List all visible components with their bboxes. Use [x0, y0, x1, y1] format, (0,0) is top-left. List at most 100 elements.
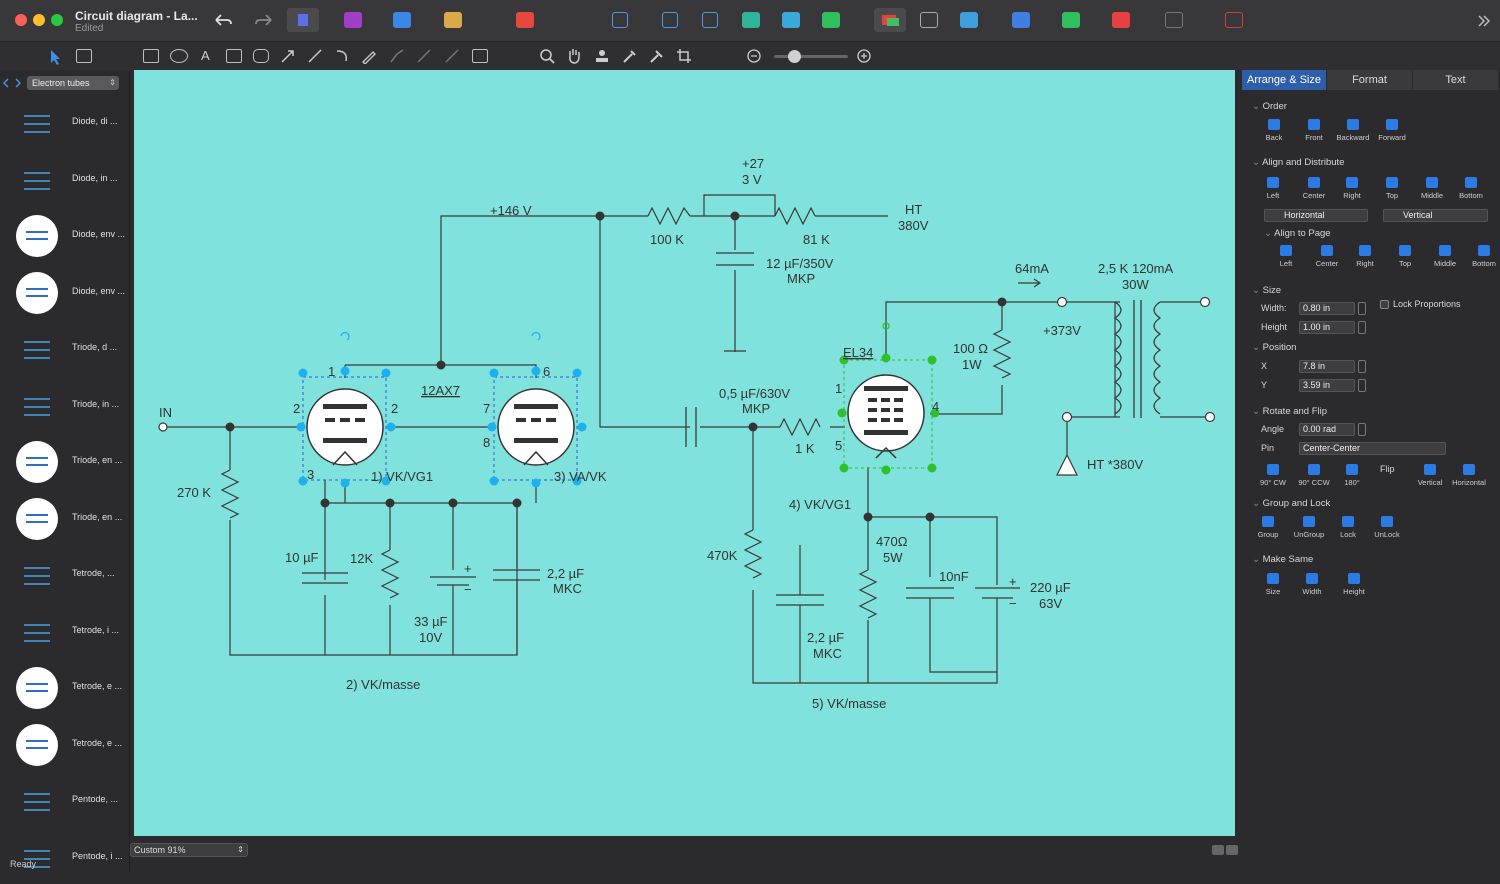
brush-tool-icon[interactable]: [444, 48, 460, 64]
capacitor-10nf[interactable]: [906, 587, 954, 599]
selection-handles-green[interactable]: [837, 353, 940, 475]
section-size-title[interactable]: Size: [1252, 285, 1281, 296]
eyedropper-tool-icon[interactable]: [621, 48, 637, 64]
group-button-unlock[interactable]: UnLock: [1367, 516, 1407, 539]
resistor-12k[interactable]: [380, 549, 400, 599]
library-item[interactable]: Triode, en ...: [8, 437, 128, 487]
crop-tool-icon[interactable]: [676, 48, 692, 64]
flip-button-horizontal[interactable]: Horizontal: [1449, 464, 1489, 487]
snap-icon[interactable]: [782, 12, 800, 28]
order-button-forward[interactable]: Forward: [1372, 119, 1412, 142]
library-item[interactable]: Triode, in ...: [8, 381, 128, 431]
input-terminal[interactable]: [158, 422, 168, 432]
align-page-button-top[interactable]: Top: [1385, 245, 1425, 268]
library-item[interactable]: Diode, env ...: [8, 268, 128, 318]
group-button-ungroup[interactable]: UnGroup: [1289, 516, 1329, 539]
table-icon[interactable]: [920, 12, 938, 28]
triode-tube-1[interactable]: [302, 376, 387, 481]
page-nav-next-icon[interactable]: [1226, 845, 1238, 855]
library-item[interactable]: Tetrode, i ...: [8, 607, 128, 657]
output-terminal-top[interactable]: [1199, 296, 1211, 308]
zoom-window-button[interactable]: [51, 14, 63, 26]
resistor-470k[interactable]: [743, 529, 763, 579]
zoom-in-icon[interactable]: [856, 48, 872, 64]
multi-select-tool-icon[interactable]: [76, 49, 92, 63]
align-button-left[interactable]: Left: [1253, 177, 1293, 200]
zoom-out-icon[interactable]: [746, 48, 762, 64]
library-item[interactable]: Tetrode, e ...: [8, 663, 128, 713]
capacitor-22uf-left[interactable]: [493, 569, 540, 581]
group-button-group[interactable]: Group: [1248, 516, 1288, 539]
connector-icon[interactable]: [612, 12, 628, 28]
align-button-top[interactable]: Top: [1372, 177, 1412, 200]
fill-icon[interactable]: [822, 12, 840, 28]
image-tool-icon[interactable]: [472, 49, 488, 63]
resistor-470ohm[interactable]: [858, 569, 878, 619]
bezier-tool-icon[interactable]: [416, 48, 432, 64]
stamp-tool-icon[interactable]: [594, 48, 610, 64]
tab-text[interactable]: Text: [1413, 70, 1498, 90]
tab-arrange-size[interactable]: Arrange & Size: [1242, 70, 1326, 90]
section-align-page-title[interactable]: Align to Page: [1264, 228, 1331, 239]
freehand-tool-icon[interactable]: [389, 48, 405, 64]
presentation-icon[interactable]: [344, 12, 362, 28]
align-button-right[interactable]: Right: [1332, 177, 1372, 200]
lock-proportions-checkbox[interactable]: [1380, 300, 1389, 309]
format-painter-icon[interactable]: [648, 48, 664, 64]
layers-icon[interactable]: [444, 12, 462, 28]
rotate-button-90-ccw[interactable]: 90° CCW: [1294, 464, 1334, 487]
toolbar-overflow-icon[interactable]: [1477, 14, 1491, 28]
tree-icon[interactable]: [662, 12, 678, 28]
library-select[interactable]: Electron tubes⇕: [27, 76, 119, 90]
order-button-front[interactable]: Front: [1294, 119, 1334, 142]
arrow-tool-icon[interactable]: [280, 48, 296, 64]
order-button-back[interactable]: Back: [1254, 119, 1294, 142]
order-button-backward[interactable]: Backward: [1333, 119, 1373, 142]
rotate-handle-green-icon[interactable]: [882, 322, 890, 330]
section-same-title[interactable]: Make Same: [1252, 554, 1314, 565]
ellipse-tool-icon[interactable]: [170, 49, 188, 63]
capacitor-10uf[interactable]: [302, 572, 348, 584]
align-button-middle[interactable]: Middle: [1412, 177, 1452, 200]
close-window-button[interactable]: [15, 14, 27, 26]
library-item[interactable]: Pentode, ...: [8, 776, 128, 826]
make-same-button-height[interactable]: Height: [1334, 573, 1374, 596]
rotate-button-180-[interactable]: 180°: [1332, 464, 1372, 487]
rotate-button-90-cw[interactable]: 90° CW: [1253, 464, 1293, 487]
library-item[interactable]: Diode, di ...: [8, 98, 128, 148]
capacitor-22uf-right[interactable]: [776, 594, 824, 606]
library-item[interactable]: Triode, en ...: [8, 494, 128, 544]
height-stepper[interactable]: [1358, 321, 1366, 334]
section-align-title[interactable]: Align and Distribute: [1252, 157, 1344, 168]
x-stepper[interactable]: [1358, 360, 1366, 373]
org-chart-icon[interactable]: [702, 12, 718, 28]
resistor-270k[interactable]: [220, 469, 240, 519]
distribute-icon[interactable]: [1112, 12, 1130, 28]
chart-icon[interactable]: [1165, 12, 1183, 28]
capacitor-33uf[interactable]: [430, 576, 476, 586]
redo-icon[interactable]: [253, 12, 275, 28]
text-tool-icon[interactable]: A: [201, 48, 210, 63]
zoom-slider[interactable]: [774, 50, 848, 63]
library-item[interactable]: Tetrode, e ...: [8, 720, 128, 770]
resistor-100k[interactable]: [647, 206, 691, 226]
shape-style-button[interactable]: [874, 8, 906, 32]
align-button-bottom[interactable]: Bottom: [1451, 177, 1491, 200]
zoom-slider-handle[interactable]: [788, 50, 801, 63]
triode-tube-2[interactable]: [493, 376, 578, 481]
library-item[interactable]: Tetrode, ...: [8, 550, 128, 600]
flow-icon[interactable]: [742, 12, 760, 28]
diagram-canvas[interactable]: +146 V +27 3 V 100 K 81 K HT 380V 12 µF/…: [134, 70, 1235, 836]
folder-icon[interactable]: [516, 12, 534, 28]
width-field[interactable]: 0.80 in: [1299, 302, 1355, 315]
tab-format[interactable]: Format: [1327, 70, 1412, 90]
zoom-tool-icon[interactable]: [539, 48, 555, 64]
resistor-1k[interactable]: [779, 417, 821, 437]
make-same-button-size[interactable]: Size: [1253, 573, 1293, 596]
grid-view-button[interactable]: [287, 8, 319, 32]
library-nav-icon[interactable]: [3, 78, 23, 88]
vertical-distribute-select[interactable]: Vertical: [1383, 209, 1488, 222]
arc-tool-icon[interactable]: [334, 48, 350, 64]
library-item[interactable]: Pentode, i ...: [8, 833, 128, 883]
warning-icon[interactable]: [1225, 12, 1243, 28]
